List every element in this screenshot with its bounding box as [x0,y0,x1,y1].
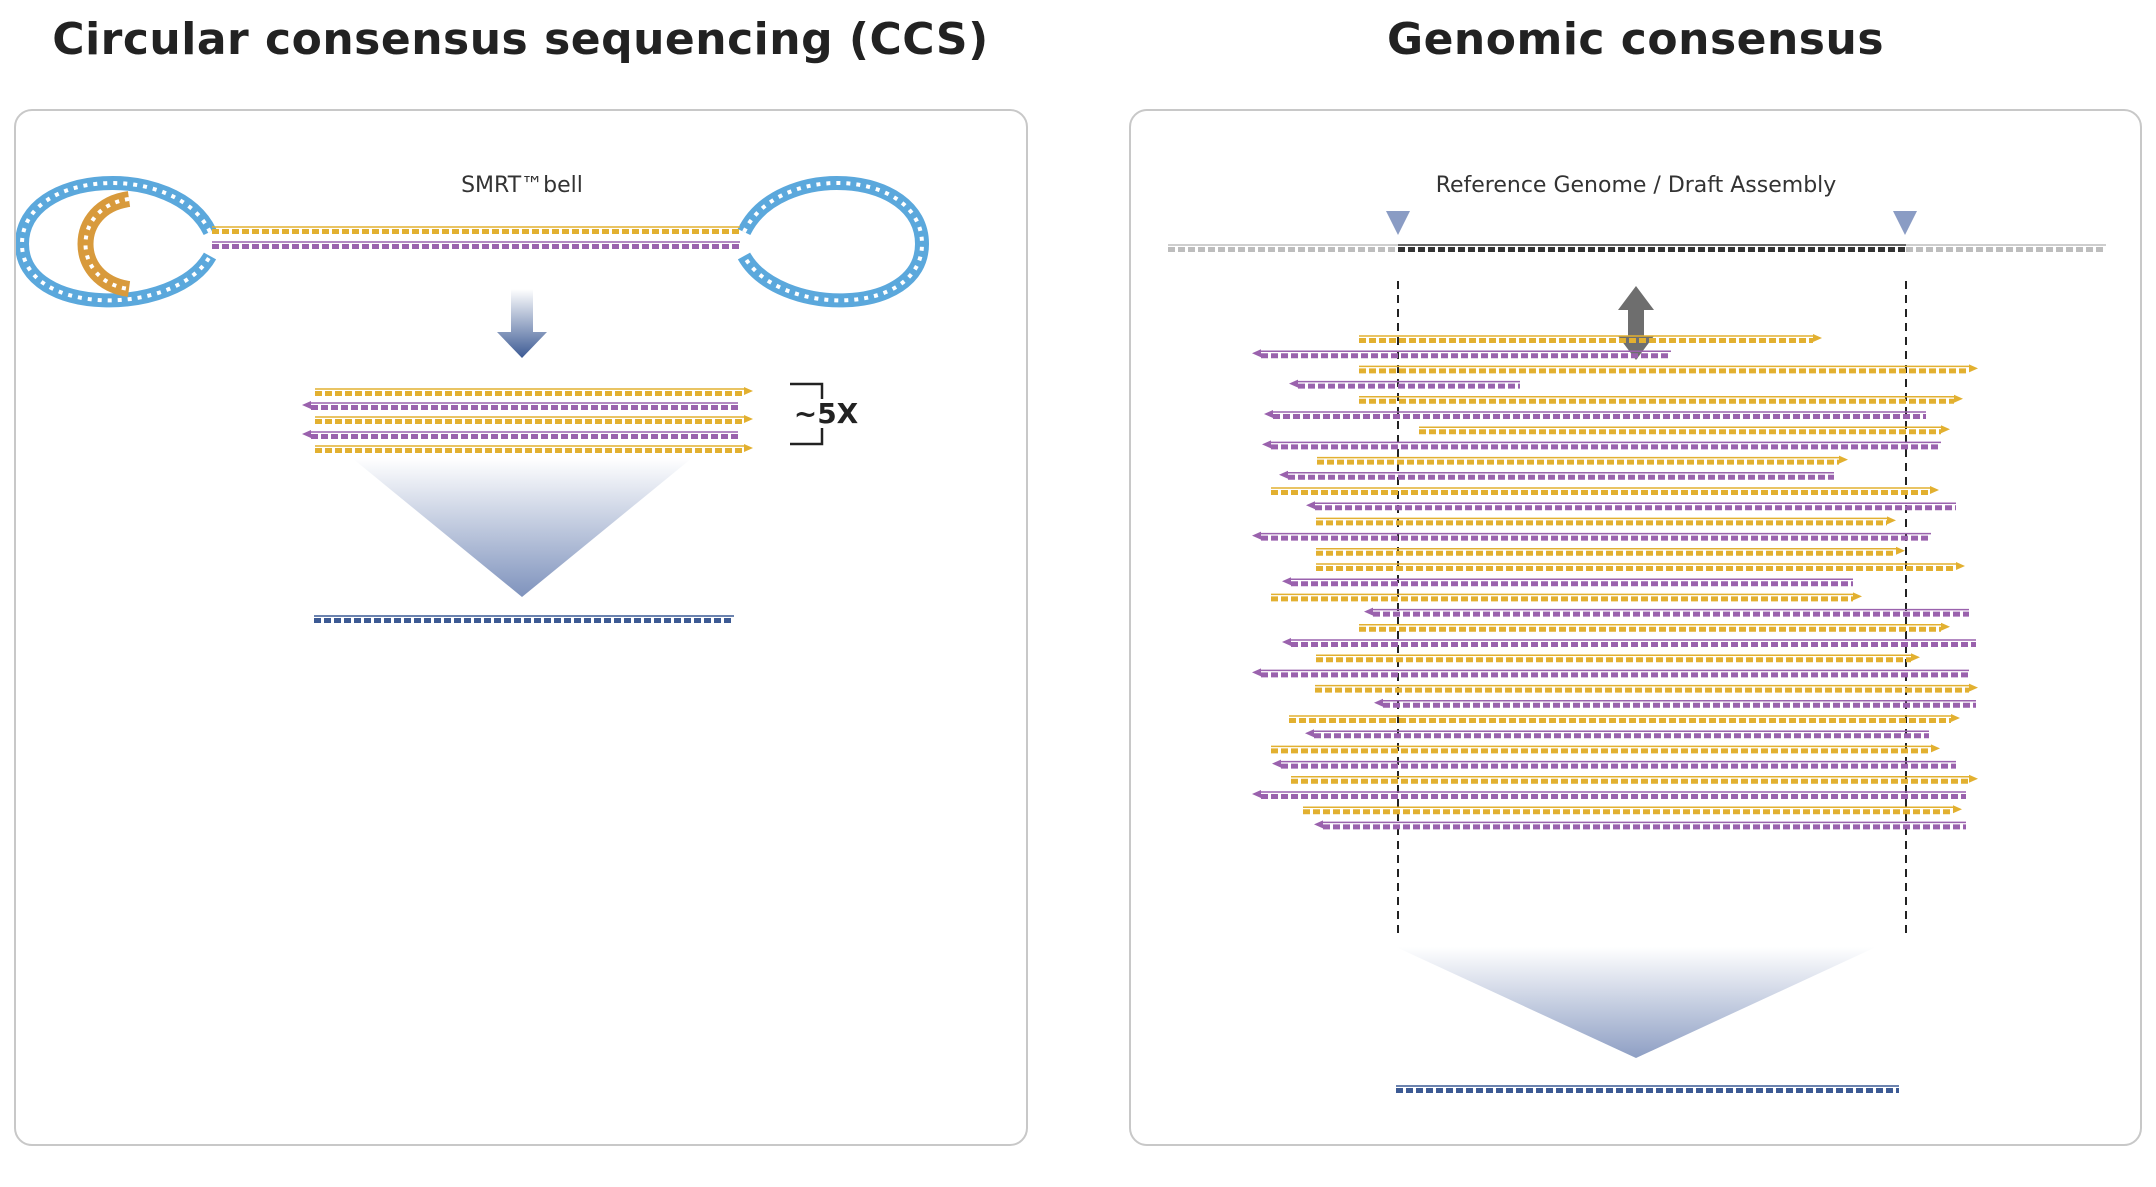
subread-forward [315,444,753,453]
consensus-funnel [1396,947,1876,1058]
read-reverse [1314,820,1966,830]
read-forward [1317,455,1848,465]
read-forward [1359,334,1822,343]
ccs-consensus-read [314,615,734,623]
subread-forward [315,415,753,424]
subread-reverse [302,401,738,410]
region-end-marker [1893,211,1917,235]
read-forward [1316,516,1896,526]
region-start-marker [1386,211,1410,235]
read-reverse [1364,607,1969,617]
ccs-title: Circular consensus sequencing (CCS) [52,14,989,65]
consensus-funnel [352,458,692,597]
coverage-bracket [790,382,824,446]
read-reverse [1306,501,1956,511]
read-forward [1316,653,1920,663]
read-reverse [1272,759,1956,769]
read-forward [1271,592,1862,602]
read-reverse [1252,668,1969,678]
read-forward [1315,683,1978,693]
read-reverse [1262,440,1941,450]
genomic-diagram: Reference Genome / Draft Assembly [1168,173,2106,1093]
alignment-double-arrow [1618,286,1654,360]
reference-target-region [1398,244,1906,252]
reference-flank-right [1906,244,2106,252]
subread-forward [315,387,753,396]
coverage-label: ~5X [794,397,859,430]
read-forward [1359,364,1978,374]
aligned-reads [1252,334,1978,830]
read-forward [1359,622,1950,632]
ccs-panel: SMRT™bell ~5X [14,109,1028,1146]
read-reverse [1252,790,1966,799]
adapter-primer [77,191,131,297]
read-forward [1316,546,1905,556]
read-reverse [1374,698,1976,708]
reference-genome [1168,244,2106,252]
subread-reverse [302,430,738,439]
read-forward [1316,562,1965,571]
read-reverse [1252,531,1931,541]
smrtbell-label: SMRT™bell [461,173,583,198]
read-reverse [1264,410,1926,419]
read-reverse [1282,577,1853,587]
subread-passes [302,387,753,453]
smrtbell-molecule [16,176,930,308]
reference-label: Reference Genome / Draft Assembly [1436,173,1837,198]
smrtbell-top-strand [212,226,740,234]
read-reverse [1289,379,1520,389]
consensus-read [314,615,734,623]
read-forward [1289,714,1960,723]
read-forward [1291,774,1978,784]
smrtbell-bottom-strand [212,241,740,249]
genomic-consensus-panel: Reference Genome / Draft Assembly [1129,109,2142,1146]
read-forward [1271,486,1939,495]
read-forward [1359,394,1963,404]
ccs-diagram: SMRT™bell ~5X [16,173,930,623]
read-reverse [1252,349,1671,359]
read-forward [1303,805,1962,815]
read-reverse [1305,729,1929,739]
down-arrow [497,289,547,358]
read-forward [1271,744,1940,754]
genomic-consensus-title: Genomic consensus [1386,14,1885,65]
genomic-consensus-read [1396,1085,1899,1093]
read-reverse [1279,470,1834,480]
read-forward [1419,425,1950,435]
read-reverse [1282,638,1976,647]
reference-flank-left [1168,244,1398,252]
consensus-read [1396,1085,1899,1093]
